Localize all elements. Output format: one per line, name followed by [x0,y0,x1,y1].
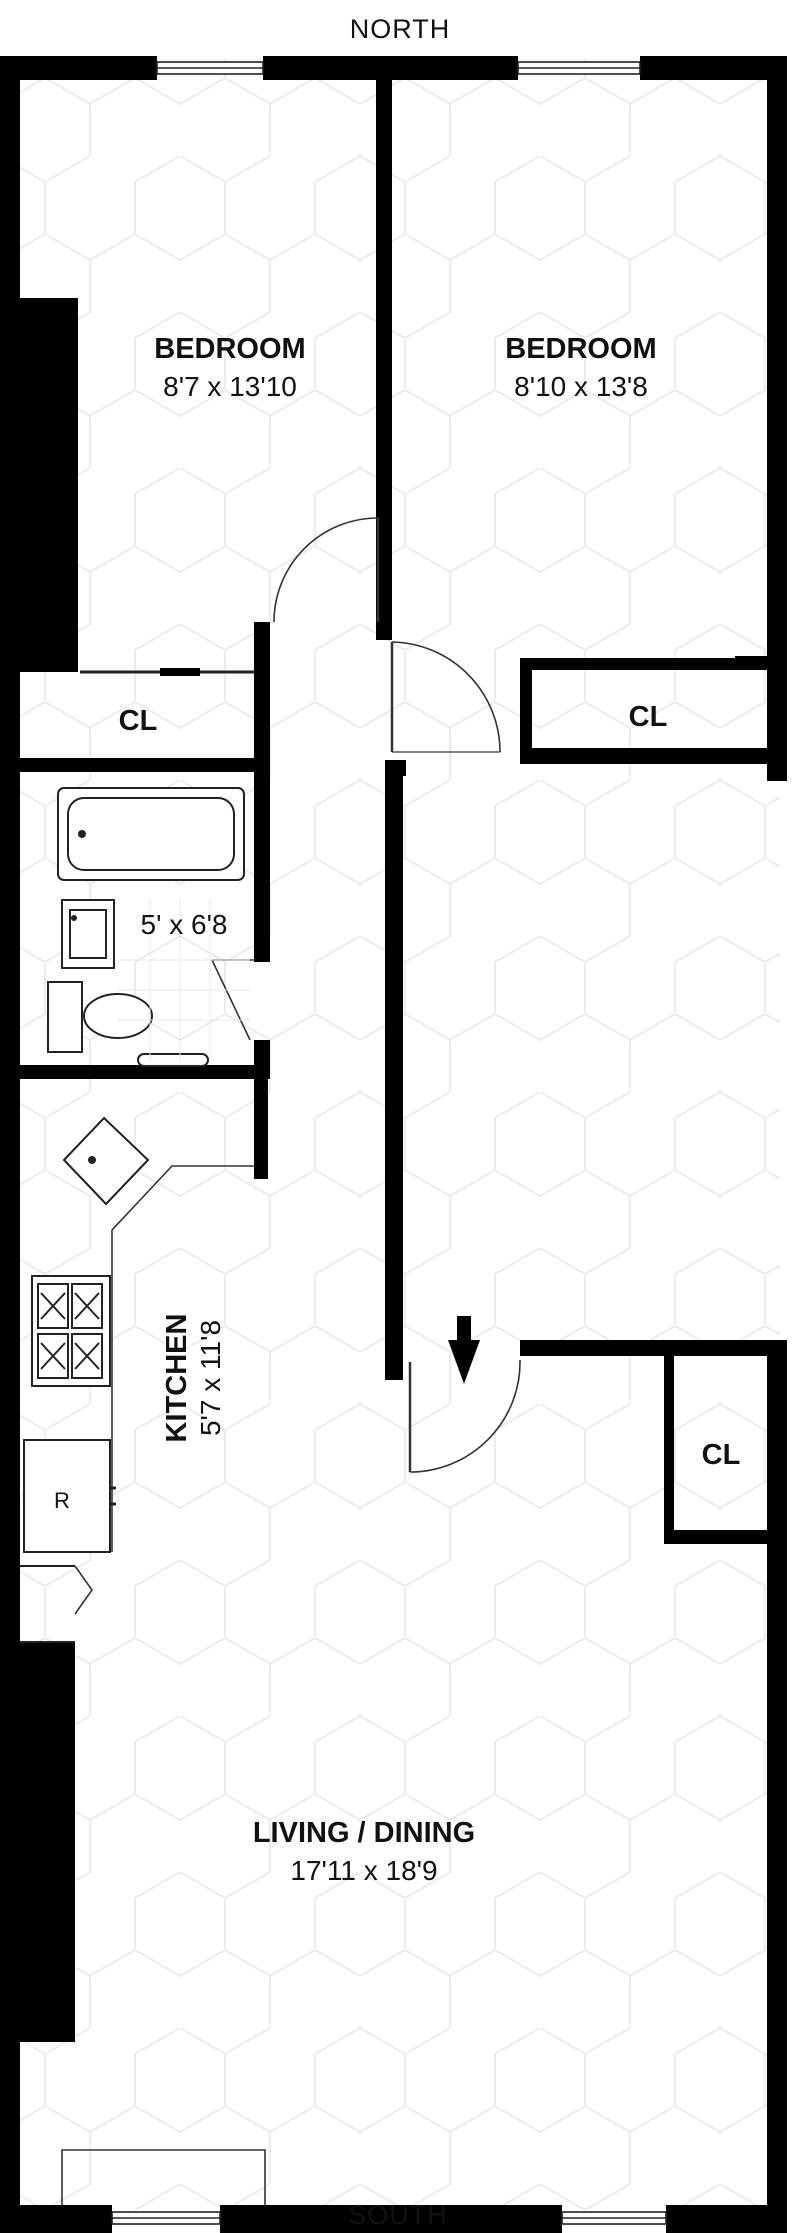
compass-north: NORTH [350,14,451,44]
toilet-icon [47,981,209,1067]
kitchen-dims: 5'7 x 11'8 [195,1320,226,1436]
kitchen-sink-icon [62,1116,150,1206]
kitchen-counter [111,1165,254,1552]
closet-right-label: CL [629,701,668,733]
kitchen-label-group: KITCHEN 5'7 x 11'8 [161,1314,226,1443]
refrigerator [23,1439,116,1553]
bathtub-icon [57,787,245,881]
stove-icon [31,1275,111,1387]
closet-entry-label: CL [702,1439,741,1471]
kitchen-name: KITCHEN [161,1314,193,1443]
bedroom-right-dims: 8'10 x 13'8 [514,371,648,402]
interior-walls [20,80,787,1544]
refrigerator-label: R [54,1488,70,1513]
exterior-walls [0,56,787,2233]
bedroom-right-name: BEDROOM [505,333,656,365]
built-in-outline [61,2149,266,2205]
bedroom-left-dims: 8'7 x 13'10 [163,371,297,402]
entry-arrow-icon [448,1316,480,1384]
living-dims: 17'11 x 18'9 [290,1855,437,1886]
sink-icon [61,899,115,969]
window-icon [111,61,667,2225]
bathroom-dims: 5' x 6'8 [141,909,228,940]
closet-left-label: CL [119,705,158,737]
compass-south: SOUTH [348,2200,448,2230]
bedroom-left-name: BEDROOM [154,333,305,365]
bathroom-tile [118,900,250,1060]
living-name: LIVING / DINING [253,1817,475,1849]
